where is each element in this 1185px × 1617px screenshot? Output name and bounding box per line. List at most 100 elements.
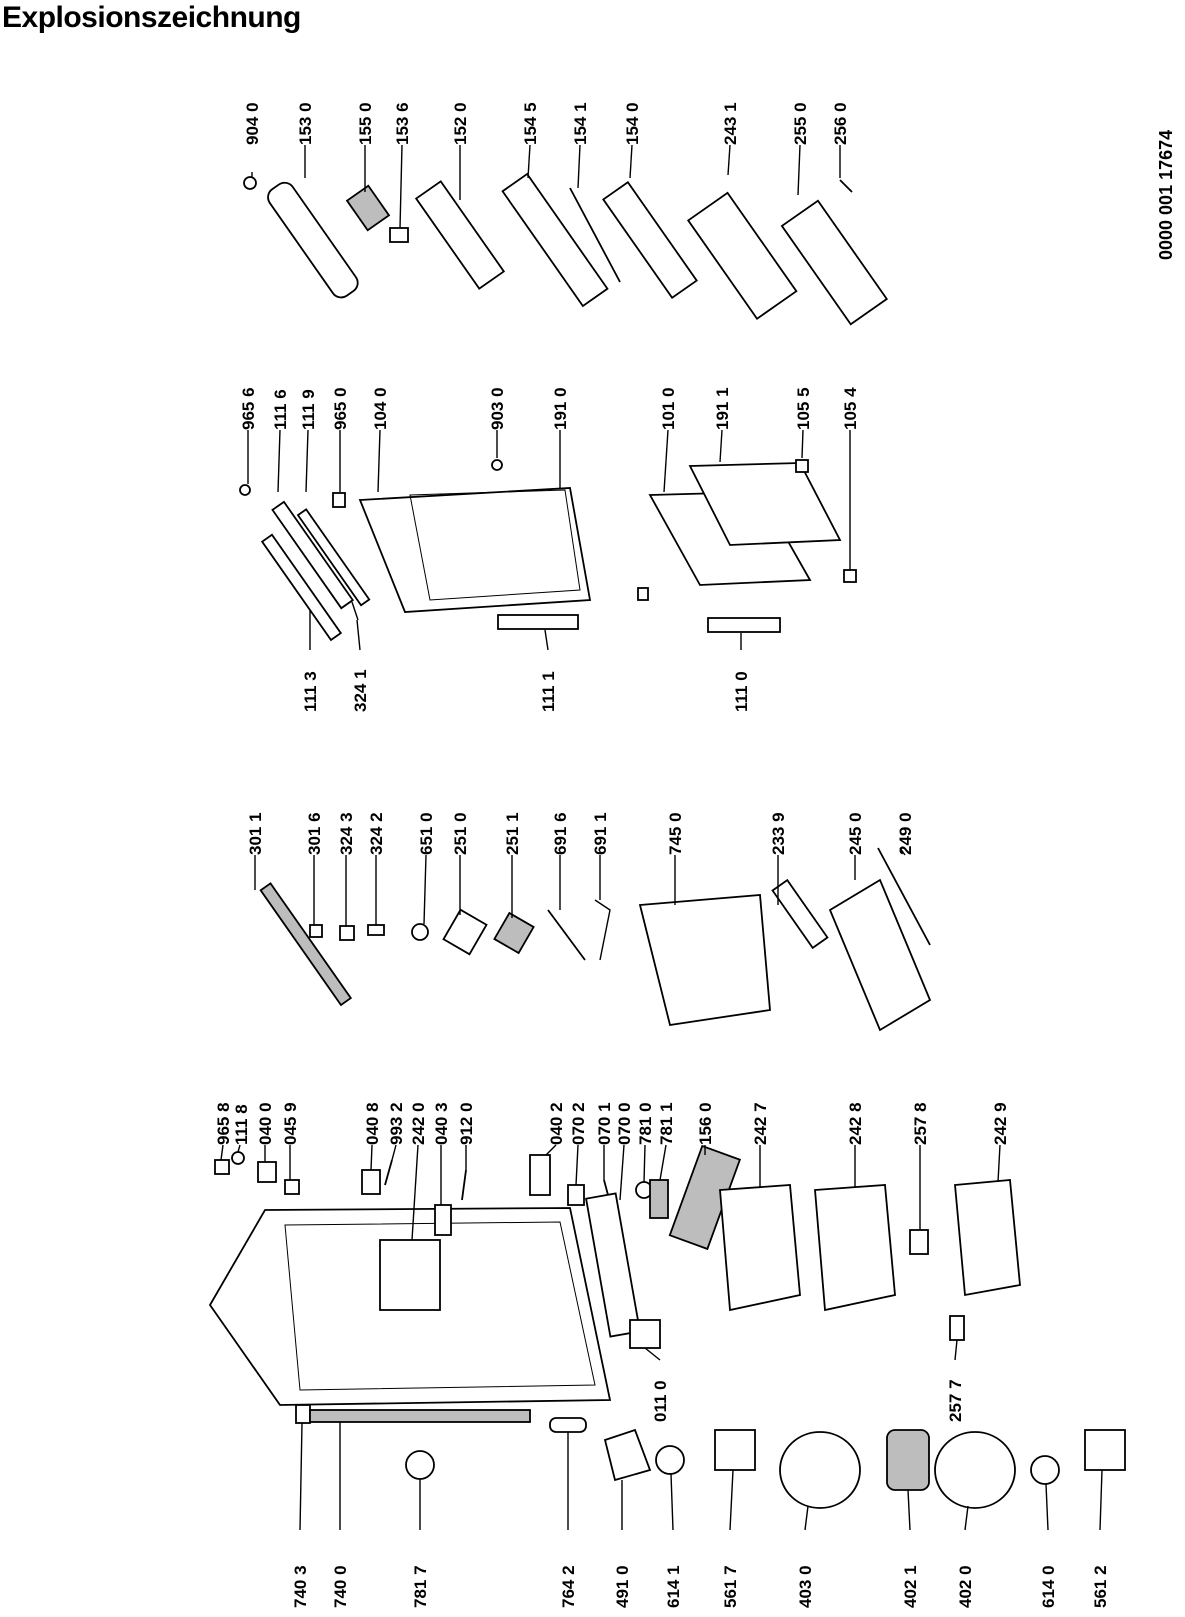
part-614-0-shape bbox=[1030, 1455, 1060, 1485]
part-740-3-shape bbox=[295, 1404, 311, 1424]
part-324-3-shape bbox=[339, 925, 355, 941]
label-403-0: 403 0 bbox=[796, 1565, 815, 1608]
part-256-0-shape bbox=[839, 179, 853, 193]
part-242-7-shape bbox=[719, 1184, 801, 1312]
label-101-0: 101 0 bbox=[659, 387, 678, 430]
label-040-3: 040 3 bbox=[432, 1102, 451, 1145]
label-245-0: 245 0 bbox=[846, 812, 865, 855]
part-040-2-shape bbox=[529, 1154, 551, 1196]
page-title: Explosionszeichnung bbox=[2, 1, 301, 34]
label-965-8: 965 8 bbox=[214, 1102, 233, 1145]
part-233-9-shape bbox=[771, 878, 829, 950]
label-153-6: 153 6 bbox=[393, 102, 412, 145]
part-155-0-shape bbox=[345, 184, 391, 232]
label-651-0: 651 0 bbox=[417, 812, 436, 855]
part-301-1-shape bbox=[259, 882, 353, 1007]
part-shapes bbox=[208, 172, 1126, 1509]
part-cabinet-inner-shape bbox=[284, 1221, 596, 1391]
label-191-0: 191 0 bbox=[551, 387, 570, 430]
label-781-7: 781 7 bbox=[411, 1565, 430, 1608]
part-111-3-shape bbox=[260, 533, 343, 642]
label-243-1: 243 1 bbox=[721, 102, 740, 145]
label-324-1: 324 1 bbox=[351, 669, 370, 712]
part-154-5-shape bbox=[501, 172, 609, 308]
part-242-0-shape bbox=[379, 1239, 441, 1311]
label-154-1: 154 1 bbox=[571, 102, 590, 145]
label-242-9: 242 9 bbox=[991, 1102, 1010, 1145]
part-152-0-shape bbox=[414, 180, 506, 290]
part-070-0-shape bbox=[585, 1192, 641, 1338]
label-402-0: 402 0 bbox=[956, 1565, 975, 1608]
label-324-2: 324 2 bbox=[367, 812, 386, 855]
label-257-7: 257 7 bbox=[946, 1379, 965, 1422]
label-402-1: 402 1 bbox=[901, 1565, 920, 1608]
part-740-0-shape bbox=[309, 1409, 531, 1423]
label-614-1: 614 1 bbox=[664, 1565, 683, 1608]
label-251-0: 251 0 bbox=[451, 812, 470, 855]
part-614-1-shape bbox=[655, 1445, 685, 1475]
part-154-1-shape bbox=[569, 187, 621, 283]
label-011-0: 011 0 bbox=[651, 1380, 670, 1422]
label-105-5: 105 5 bbox=[794, 387, 813, 430]
label-301-1: 301 1 bbox=[246, 812, 265, 855]
part-257-8-shape bbox=[909, 1229, 929, 1255]
part-257-7-shape bbox=[949, 1315, 965, 1341]
part-011-0-shape bbox=[629, 1319, 661, 1349]
part-153-6-shape bbox=[389, 227, 409, 243]
label-111-3: 111 3 bbox=[301, 671, 320, 712]
label-111-1: 111 1 bbox=[539, 671, 558, 712]
part-040-3-shape bbox=[434, 1204, 452, 1236]
part-965-0-shape bbox=[332, 492, 346, 508]
label-111-6: 111 6 bbox=[271, 389, 290, 430]
part-301-6-shape bbox=[309, 924, 323, 938]
part-781-7-shape bbox=[405, 1450, 435, 1480]
part-labels: 904 0 153 0 155 0 153 6 152 0 154 5 154 … bbox=[214, 102, 1110, 1608]
part-781-1-shape bbox=[649, 1179, 669, 1219]
part-965-8-shape bbox=[214, 1159, 230, 1175]
label-781-1: 781 1 bbox=[657, 1102, 676, 1145]
label-251-1: 251 1 bbox=[503, 812, 522, 855]
part-191-1-shape bbox=[688, 462, 842, 546]
part-105-4-shape bbox=[843, 569, 857, 583]
label-045-9: 045 9 bbox=[281, 1102, 300, 1145]
label-249-0: 249 0 bbox=[896, 812, 915, 855]
label-153-0: 153 0 bbox=[296, 102, 315, 145]
part-324-1-shape bbox=[351, 601, 359, 621]
part-040-0-shape bbox=[257, 1161, 277, 1183]
label-152-0: 152 0 bbox=[451, 102, 470, 145]
label-191-1: 191 1 bbox=[713, 387, 732, 430]
part-251-0-shape bbox=[442, 908, 488, 956]
part-745-0-shape bbox=[638, 894, 771, 1027]
label-256-0: 256 0 bbox=[831, 102, 850, 145]
label-070-1: 070 1 bbox=[595, 1102, 614, 1145]
label-993-2: 993 2 bbox=[387, 1102, 406, 1145]
part-242-9-shape bbox=[954, 1179, 1021, 1297]
part-651-0-shape bbox=[411, 923, 429, 941]
label-740-3: 740 3 bbox=[291, 1565, 310, 1608]
part-242-8-shape bbox=[814, 1184, 896, 1312]
part-491-0-shape bbox=[603, 1428, 652, 1482]
label-111-0: 111 0 bbox=[732, 671, 751, 712]
part-561-2-shape bbox=[1084, 1429, 1126, 1471]
label-154-5: 154 5 bbox=[521, 102, 540, 145]
label-104-0: 104 0 bbox=[371, 387, 390, 430]
label-070-2: 070 2 bbox=[569, 1102, 588, 1145]
part-691-6-shape bbox=[547, 909, 586, 961]
part-561-7-shape bbox=[714, 1429, 756, 1471]
label-242-8: 242 8 bbox=[846, 1102, 865, 1145]
part-249-0-shape bbox=[877, 847, 931, 946]
label-040-0: 040 0 bbox=[256, 1102, 275, 1145]
part-111-0-shape bbox=[707, 617, 781, 633]
part-070-2-shape bbox=[567, 1184, 585, 1206]
label-111-8: 111 8 bbox=[232, 1104, 251, 1145]
label-965-6: 965 6 bbox=[239, 387, 258, 430]
label-242-7: 242 7 bbox=[751, 1102, 770, 1145]
part-040-8-shape bbox=[361, 1169, 381, 1195]
part-403-0-shape bbox=[779, 1431, 861, 1509]
document-number: 0000 001 17674 bbox=[1156, 130, 1176, 260]
label-740-0: 740 0 bbox=[331, 1565, 350, 1608]
label-691-1: 691 1 bbox=[591, 812, 610, 855]
label-156-0: 156 0 bbox=[696, 1102, 715, 1145]
part-912-0-shape bbox=[461, 1169, 467, 1201]
